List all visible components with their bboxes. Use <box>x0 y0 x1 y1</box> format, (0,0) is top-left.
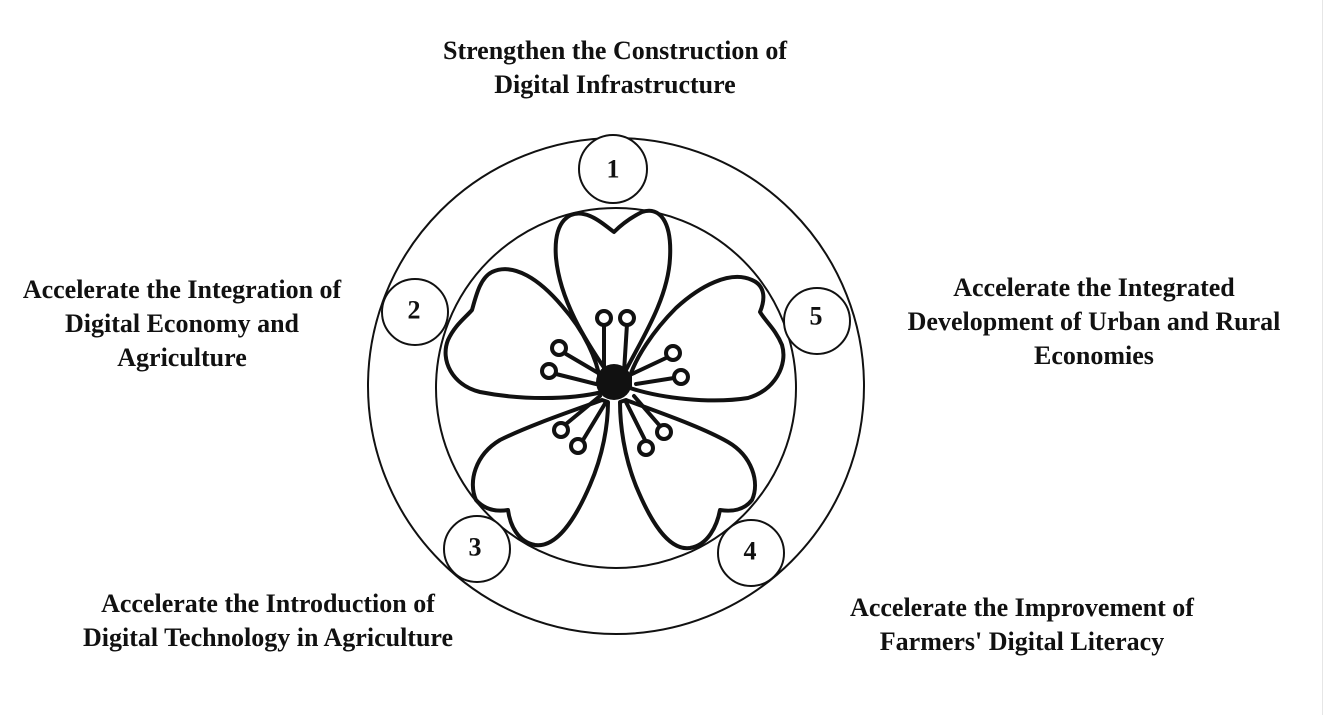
badge-number-2: 2 <box>408 296 421 325</box>
caption-3-line-1: Accelerate the Introduction of <box>101 589 435 618</box>
caption-5: Accelerate the Integrated Development of… <box>880 271 1308 373</box>
caption-5-line-3: Economies <box>1034 341 1154 370</box>
caption-2: Accelerate the Integration of Digital Ec… <box>0 273 364 375</box>
flower-center <box>596 364 632 400</box>
petal-left <box>443 267 604 400</box>
caption-2-line-3: Agriculture <box>117 343 247 372</box>
caption-3: Accelerate the Introduction of Digital T… <box>40 587 496 655</box>
badge-2: 2 <box>381 278 449 346</box>
caption-5-line-1: Accelerate the Integrated <box>953 273 1235 302</box>
badge-number-4: 4 <box>744 537 757 566</box>
badge-number-5: 5 <box>810 302 823 331</box>
caption-1-line-2: Digital Infrastructure <box>494 70 736 99</box>
caption-1-line-1: Strengthen the Construction of <box>442 36 788 65</box>
badge-3: 3 <box>443 515 511 583</box>
caption-3-line-2: Digital Technology in Agriculture <box>82 623 454 652</box>
flower-icon <box>443 208 786 551</box>
caption-4-line-2: Farmers' Digital Literacy <box>879 627 1165 656</box>
caption-5-line-2: Development of Urban and Rural <box>907 307 1281 336</box>
caption-4-line-1: Accelerate the Improvement of <box>850 593 1194 622</box>
petal-right <box>628 274 786 403</box>
badge-5: 5 <box>783 287 851 355</box>
petal-bottom-left <box>470 398 610 548</box>
badge-4: 4 <box>717 519 785 587</box>
petal-top <box>553 208 673 374</box>
badge-number-1: 1 <box>607 155 620 184</box>
caption-2-line-1: Accelerate the Integration of <box>22 275 342 304</box>
badge-1: 1 <box>578 134 648 204</box>
right-border-line <box>1322 0 1323 715</box>
caption-2-line-2: Digital Economy and <box>64 309 300 338</box>
caption-4: Accelerate the Improvement of Farmers' D… <box>812 591 1232 659</box>
petal-bottom-right <box>618 398 757 551</box>
inner-ring <box>435 207 797 569</box>
caption-1: Strengthen the Construction of Digital I… <box>330 34 900 102</box>
badge-number-3: 3 <box>469 533 482 562</box>
circuit-node-icon <box>540 309 690 457</box>
